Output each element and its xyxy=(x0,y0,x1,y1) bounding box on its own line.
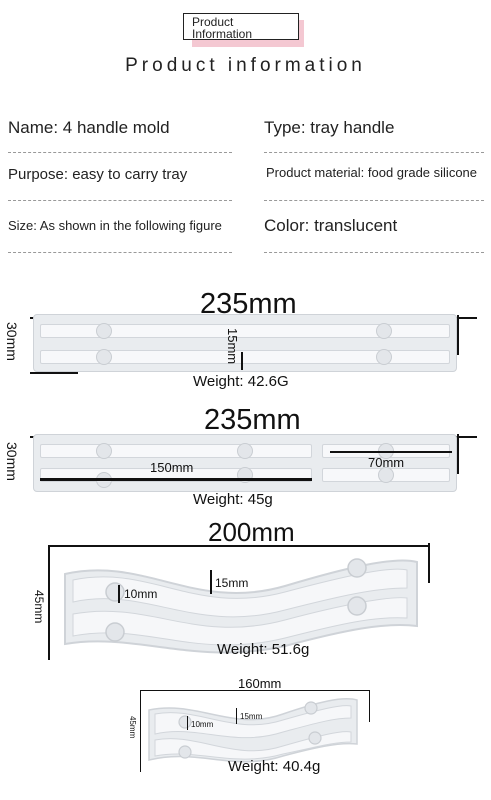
badge-line-1: Product xyxy=(192,15,234,29)
mold-4-width: 45mm xyxy=(128,716,137,739)
product-information-badge: Product Information xyxy=(183,13,299,40)
hole xyxy=(96,443,112,459)
mold-2-length: 235mm xyxy=(204,404,301,436)
divider xyxy=(264,200,484,201)
mold-3-inner-2: 15mm xyxy=(215,576,249,590)
mold-2-weight: Weight: 45g xyxy=(193,491,273,508)
mold-4-weight: Weight: 40.4g xyxy=(228,758,321,775)
spec-type: Type: tray handle xyxy=(264,118,395,137)
mold-1-weight: Weight: 42.6G xyxy=(193,373,289,390)
mold-2-segment-2: 70mm xyxy=(368,455,405,470)
dimension-line xyxy=(48,545,50,660)
slot xyxy=(40,324,450,338)
mold-4-inner-1: 10mm xyxy=(191,720,214,729)
dimension-line xyxy=(48,545,430,547)
hole xyxy=(376,349,392,365)
mold-4-inner-2: 15mm xyxy=(240,712,263,721)
mold-3-length: 200mm xyxy=(208,517,295,547)
dimension-line xyxy=(118,585,120,603)
divider xyxy=(8,152,232,153)
hole xyxy=(96,323,112,339)
dimension-line xyxy=(140,690,370,691)
spec-size: Size: As shown in the following figure xyxy=(8,218,222,233)
dimension-line xyxy=(241,352,243,370)
hole xyxy=(237,443,253,459)
dimension-line xyxy=(457,315,459,355)
mold-3-weight: Weight: 51.6g xyxy=(217,641,310,658)
hole xyxy=(378,467,394,483)
hole xyxy=(96,349,112,365)
mold-2-width: 30mm xyxy=(4,442,20,481)
mold-4-body xyxy=(148,698,358,763)
hole xyxy=(376,323,392,339)
dimension-line xyxy=(457,434,459,474)
dimension-line xyxy=(210,570,212,594)
spec-purpose: Purpose: easy to carry tray xyxy=(8,166,188,183)
dimension-line xyxy=(40,478,312,481)
divider xyxy=(8,252,232,253)
page-subtitle: Product information xyxy=(125,55,366,76)
mold-3-inner-1: 10mm xyxy=(124,587,158,601)
dimension-line xyxy=(187,716,188,730)
divider xyxy=(264,252,484,253)
slot xyxy=(40,444,312,458)
divider xyxy=(264,152,484,153)
spec-name: Name: 4 handle mold xyxy=(8,118,170,137)
badge-line-2: Information xyxy=(192,27,253,41)
spec-color: Color: translucent xyxy=(264,216,398,235)
dimension-line xyxy=(330,451,452,453)
slot xyxy=(40,350,450,364)
dimension-line xyxy=(428,543,430,583)
dimension-line xyxy=(140,690,141,772)
dimension-line xyxy=(236,708,237,724)
mold-2-segment-1: 150mm xyxy=(150,460,194,475)
dimension-line xyxy=(369,690,370,722)
divider xyxy=(8,200,232,201)
mold-1-width: 30mm xyxy=(4,322,20,361)
mold-3-width: 45mm xyxy=(32,590,46,624)
spec-material: Product material: food grade silicone xyxy=(266,165,478,180)
dimension-line xyxy=(30,372,78,374)
mold-4-length: 160mm xyxy=(238,676,282,691)
mold-1-inner-dim: 15mm xyxy=(225,328,240,365)
